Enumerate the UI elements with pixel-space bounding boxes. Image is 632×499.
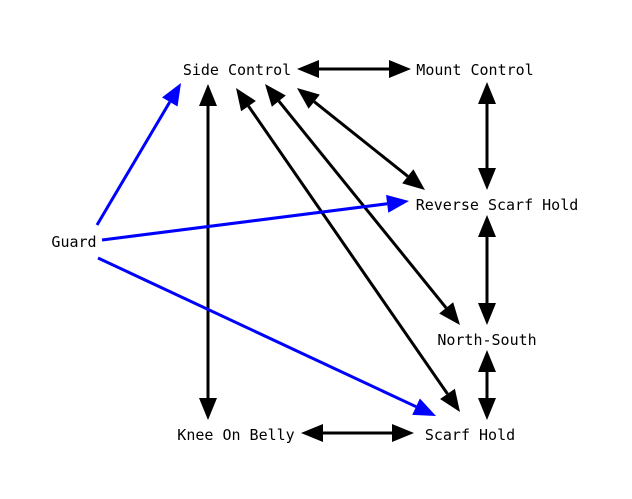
- edge-guard-to-side-control: [95, 83, 181, 226]
- edge-north-south-to-scarf-hold-head-start: [478, 350, 496, 372]
- edge-side-control-to-knee-on-belly-head-end: [199, 398, 217, 420]
- edge-knee-on-belly-to-scarf-hold-head-end: [392, 424, 414, 442]
- node-side-control: Side Control: [183, 61, 291, 79]
- edge-side-control-to-scarf-hold-head-start: [236, 88, 256, 112]
- edge-side-control-to-scarf-hold-head-end: [440, 388, 460, 412]
- labels-layer: Side Control Mount Control Reverse Scarf…: [51, 61, 578, 444]
- edge-mount-control-to-reverse-scarf-hold-head-end: [478, 168, 496, 190]
- edge-reverse-scarf-hold-to-north-south: [478, 215, 496, 325]
- edge-north-south-to-scarf-hold: [478, 350, 496, 420]
- node-guard: Guard: [51, 233, 96, 251]
- edge-side-control-to-mount-control: [297, 60, 411, 78]
- node-north-south: North-South: [437, 331, 536, 349]
- edge-reverse-scarf-hold-to-north-south-head-end: [478, 303, 496, 325]
- edge-mount-control-to-reverse-scarf-hold-head-start: [478, 82, 496, 104]
- edge-reverse-scarf-hold-to-north-south-head-start: [478, 215, 496, 237]
- edge-side-control-to-scarf-hold: [236, 88, 460, 412]
- edge-north-south-to-scarf-hold-head-end: [478, 398, 496, 420]
- edge-guard-to-reverse-scarf-hold-line: [101, 202, 388, 242]
- edge-side-control-to-north-south-line: [277, 100, 448, 309]
- edge-guard-to-side-control-head-end: [162, 83, 181, 107]
- edge-guard-to-scarf-hold: [97, 256, 436, 416]
- edge-side-control-to-north-south: [265, 84, 460, 325]
- node-scarf-hold: Scarf Hold: [425, 426, 515, 444]
- edge-side-control-to-knee-on-belly-head-start: [199, 84, 217, 106]
- edge-guard-to-reverse-scarf-hold: [101, 194, 409, 242]
- edge-side-control-to-mount-control-head-end: [389, 60, 411, 78]
- edge-guard-to-scarf-hold-line: [97, 256, 417, 409]
- edge-side-control-to-reverse-scarf-hold: [297, 88, 425, 190]
- node-knee-on-belly: Knee On Belly: [177, 426, 294, 444]
- edge-side-control-to-north-south-head-start: [265, 84, 286, 107]
- edge-guard-to-reverse-scarf-hold-head-end: [386, 194, 409, 213]
- node-mount-control: Mount Control: [416, 61, 533, 79]
- edge-side-control-to-scarf-hold-line: [247, 105, 449, 395]
- edge-guard-to-side-control-line: [95, 101, 172, 226]
- edge-knee-on-belly-to-scarf-hold-head-start: [301, 424, 323, 442]
- edge-side-control-to-north-south-head-end: [439, 302, 460, 325]
- node-reverse-scarf-hold: Reverse Scarf Hold: [416, 196, 579, 214]
- edge-knee-on-belly-to-scarf-hold: [301, 424, 414, 442]
- edge-guard-to-scarf-hold-head-end: [412, 398, 436, 416]
- edges-layer: [95, 60, 496, 442]
- edge-side-control-to-mount-control-head-start: [297, 60, 319, 78]
- edge-side-control-to-knee-on-belly: [199, 84, 217, 420]
- edge-side-control-to-reverse-scarf-hold-head-start: [297, 88, 320, 109]
- edge-mount-control-to-reverse-scarf-hold: [478, 82, 496, 190]
- edge-side-control-to-reverse-scarf-hold-line: [313, 100, 409, 178]
- edge-side-control-to-reverse-scarf-hold-head-end: [402, 169, 425, 190]
